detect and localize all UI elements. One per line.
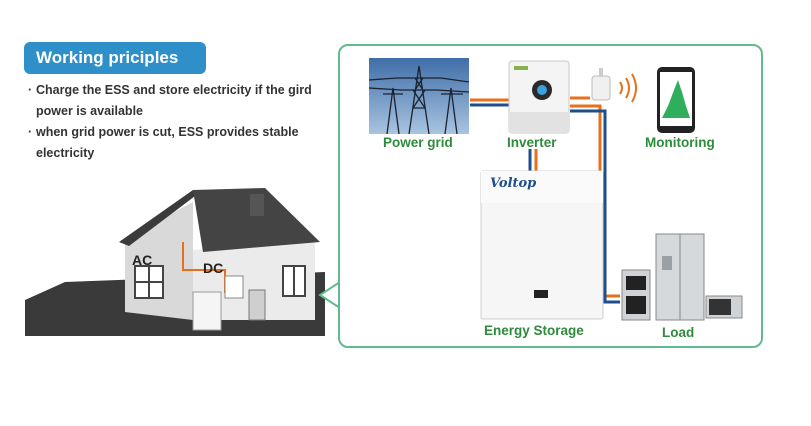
refrigerator-icon (655, 233, 705, 321)
monitoring-phone-image (657, 67, 695, 133)
battery-indicator-icon (534, 290, 548, 298)
wifi-dongle-image (591, 68, 637, 103)
roof (193, 188, 320, 252)
chimney (250, 194, 264, 216)
energy-storage-image (480, 170, 604, 320)
roof-edge (119, 190, 203, 246)
energy-storage-label: Energy Storage (484, 323, 584, 338)
bullet-item-backup: when grid power is cut, ESS provides sta… (28, 122, 328, 164)
section-title: Working priciples (24, 42, 206, 74)
house-door (248, 289, 266, 321)
load-label: Load (662, 325, 695, 340)
house-illustration (25, 188, 325, 336)
bullet-item-charge: Charge the ESS and store electricity if … (28, 80, 328, 122)
pylon-icon (369, 65, 469, 134)
brand-logo: Voltop (490, 176, 537, 191)
house-inverter (224, 275, 244, 299)
microwave-icon (705, 295, 743, 319)
house-battery (192, 291, 222, 331)
bullet-list: Charge the ESS and store electricity if … (28, 80, 328, 164)
inverter-image (508, 60, 570, 134)
house-ac-label: AC (132, 252, 153, 268)
house-side-wall (193, 240, 315, 320)
monitoring-label: Monitoring (645, 135, 715, 150)
power-grid-label: Power grid (383, 135, 453, 150)
signal-waves-icon (619, 73, 637, 103)
load-appliances-image (621, 233, 743, 321)
house-dc-label: DC (203, 260, 224, 276)
oven-icon (621, 269, 651, 321)
inverter-label: Inverter (507, 135, 557, 150)
power-grid-image (369, 58, 469, 134)
chart-icon (662, 80, 690, 118)
